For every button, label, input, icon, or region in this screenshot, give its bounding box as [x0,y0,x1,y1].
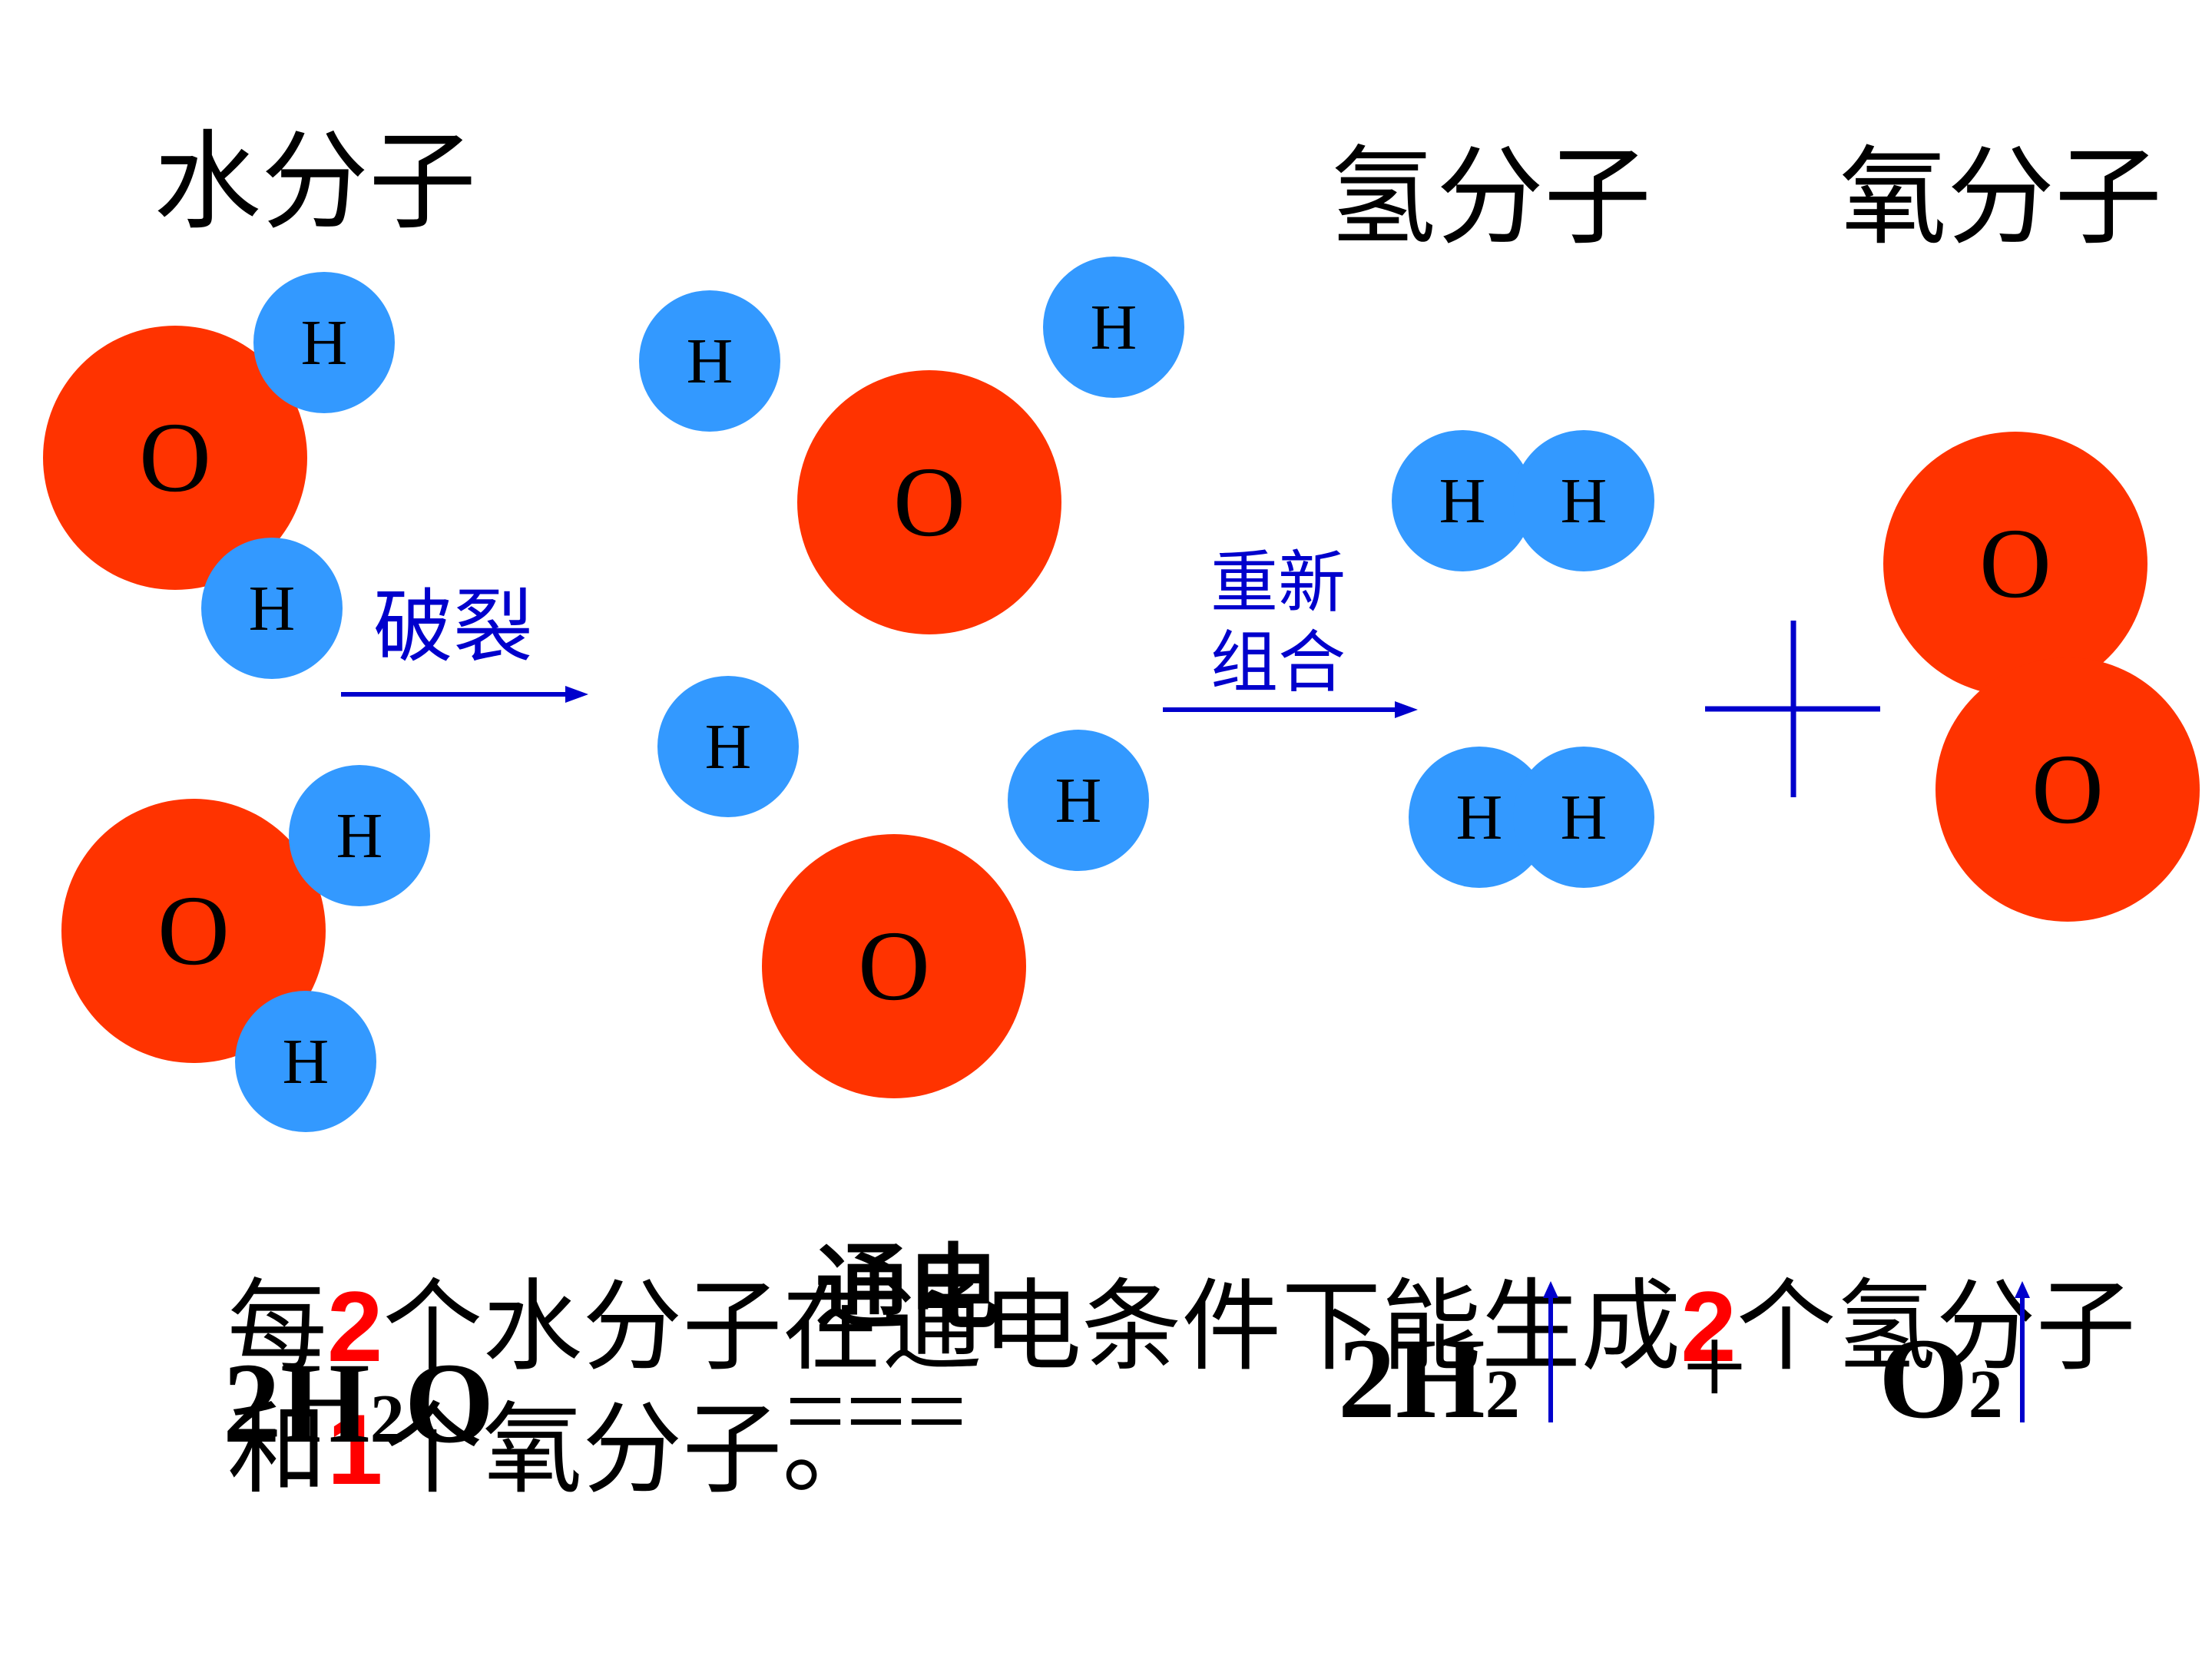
hydrogen-atom: H [289,765,430,906]
hydrogen-atom: H [253,272,395,413]
equation-plus: + [1682,1303,1747,1430]
recombine-arrow [1163,701,1418,718]
oxygen-atom: O [1936,657,2200,922]
hydrogen-molecule-title: 氢分子 [1329,135,1652,260]
hydrogen-atom: H [1043,257,1184,398]
explanation-line1: 每2个水分子在通电条件下能生成2个氢分子 [227,1268,2136,1385]
highlight-number: 2 [327,1270,383,1382]
oxygen-molecule-title: 氧分子 [1839,135,2163,260]
hydrogen-atom: H [1008,730,1149,871]
recombine-label-line1: 重新 [1210,543,1346,622]
hydrogen-atom: H [201,538,343,679]
highlight-number: 2 [1681,1270,1737,1382]
hydrogen-atom: H [1513,430,1654,571]
oxygen-atom: O [797,370,1061,634]
hydrogen-atom: H [235,991,376,1132]
product-oxygen-formula: O2 [1879,1315,2003,1442]
hydrogen-atom: H [1513,747,1654,888]
product-hydrogen-formula: 2H2 [1338,1315,1520,1442]
break-arrow [341,686,588,703]
plus-sign [1705,621,1880,797]
break-label: 破裂 [373,580,534,674]
gas-arrow-icon [1543,1281,1558,1422]
oxygen-atom: O [762,834,1026,1098]
reactant-formula: 2H2O [223,1339,495,1467]
explanation-line2: 和1个氧分子。 [227,1391,882,1508]
recombine-label-line2: 组合 [1210,623,1346,702]
gas-arrow-icon [2015,1281,2030,1422]
reaction-sign: === [785,1352,967,1471]
oxygen-atom: O [1883,432,2147,696]
water-molecule-title: 水分子 [154,120,477,245]
hydrogen-atom: H [639,290,780,432]
reaction-condition: 通电 [816,1237,1000,1339]
highlight-number: 1 [327,1393,383,1505]
hydrogen-atom: H [657,676,799,817]
hydrogen-atom: H [1392,430,1533,571]
